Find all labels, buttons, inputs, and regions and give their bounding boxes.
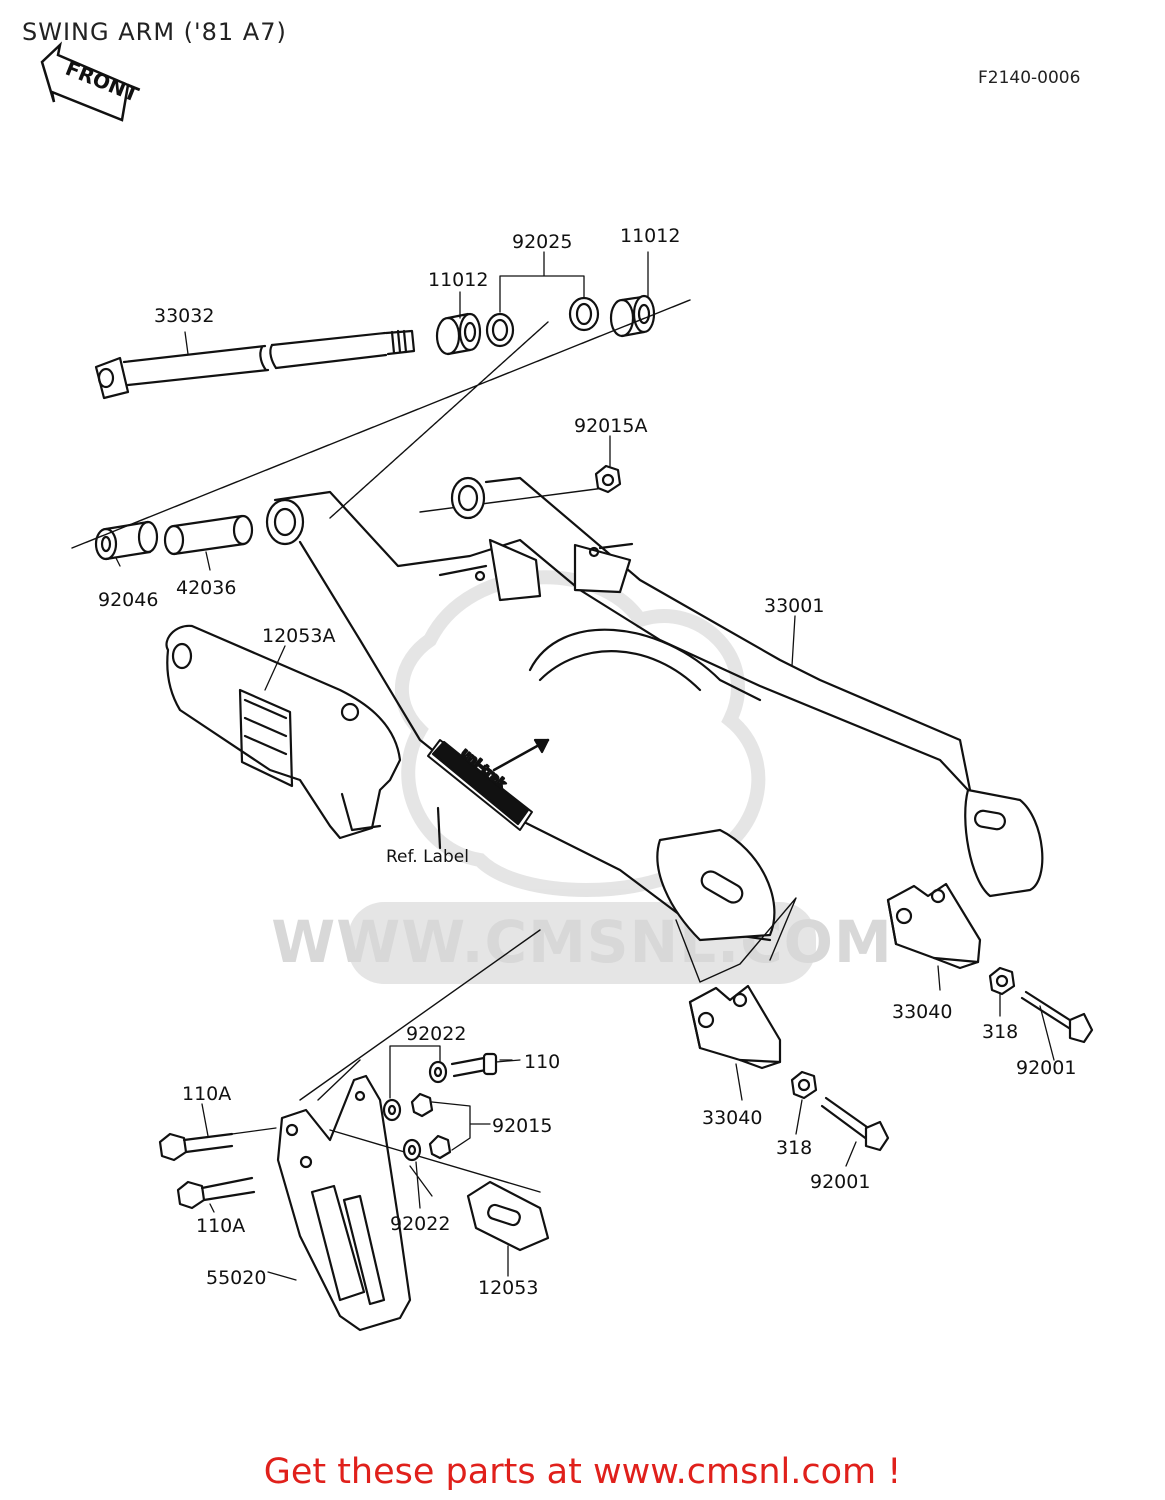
page-title: SWING ARM ('81 A7) xyxy=(22,18,287,46)
swing-arm-33001 xyxy=(265,476,1044,942)
washer-92022-bottom xyxy=(402,1138,422,1162)
bolt-110A-top xyxy=(158,1127,277,1162)
footer-cta: Get these parts at www.cmsnl.com ! xyxy=(0,1452,1165,1492)
part-label-318-left: 318 xyxy=(776,1137,812,1159)
chain-guide-12053A xyxy=(165,624,402,840)
part-label-92046: 92046 xyxy=(98,589,158,611)
bolt-110A-bottom xyxy=(176,1176,256,1210)
bushing-92046 xyxy=(94,520,159,561)
sleeve-42036 xyxy=(163,514,254,556)
front-arrow-icon: FRONT xyxy=(40,41,142,122)
part-label-55020: 55020 xyxy=(206,1267,266,1289)
bolt-110 xyxy=(450,1052,521,1078)
nuts-92015 xyxy=(410,1092,452,1160)
chain-adjuster-33040-left xyxy=(688,984,782,1070)
collar-11012-right xyxy=(609,294,656,338)
leader-lines xyxy=(115,251,1055,1281)
parts-diagram: WWW.CMSNL.COM FRONT xyxy=(40,41,1094,1332)
part-label-318-right: 318 xyxy=(982,1021,1018,1043)
part-labels: 33032 11012 92025 11012 92015A 92046 420… xyxy=(98,225,1076,1299)
part-label-92001-left: 92001 xyxy=(810,1171,870,1193)
chain-adjuster-33040-right xyxy=(886,882,982,970)
part-label-11012-left: 11012 xyxy=(428,269,488,291)
slider-block-12053 xyxy=(329,1129,550,1252)
bolt-92001-right xyxy=(1020,990,1094,1044)
part-label-92022-top: 92022 xyxy=(406,1023,466,1045)
part-label-33040-right: 33040 xyxy=(892,1001,952,1023)
part-label-92015: 92015 xyxy=(492,1115,552,1137)
seal-92025-left xyxy=(485,312,515,348)
ref-label-plate: uni-trak xyxy=(427,738,550,850)
part-label-110A-top: 110A xyxy=(182,1083,231,1105)
nut-92015A xyxy=(594,464,622,494)
nut-318-left xyxy=(790,1070,818,1100)
part-label-92015A: 92015A xyxy=(574,415,647,437)
nut-318-right xyxy=(988,966,1016,996)
chain-slider-55020 xyxy=(276,929,541,1332)
seal-92025-right xyxy=(568,296,600,332)
part-label-110A-bottom: 110A xyxy=(196,1215,245,1237)
bolt-92001-left xyxy=(820,1096,890,1152)
part-label-110: 110 xyxy=(524,1051,560,1073)
part-label-33001: 33001 xyxy=(764,595,824,617)
part-label-11012-right: 11012 xyxy=(620,225,680,247)
part-label-12053: 12053 xyxy=(478,1277,538,1299)
part-label-92025: 92025 xyxy=(512,231,572,253)
watermark-text: WWW.CMSNL.COM xyxy=(271,908,892,976)
part-label-42036: 42036 xyxy=(176,577,236,599)
washer-92022-top xyxy=(428,1060,448,1084)
washer-92022-mid xyxy=(382,1098,402,1122)
part-label-33032: 33032 xyxy=(154,305,214,327)
part-label-92001-right: 92001 xyxy=(1016,1057,1076,1079)
part-label-92022-bottom: 92022 xyxy=(390,1213,450,1235)
part-label-33040-left: 33040 xyxy=(702,1107,762,1129)
collar-11012-left xyxy=(435,312,482,356)
pivot-shaft-33032 xyxy=(94,329,416,400)
ref-label-caption: Ref. Label xyxy=(386,847,469,867)
part-label-12053A: 12053A xyxy=(262,625,335,647)
cmsnl-shop-link[interactable]: Get these parts at www.cmsnl.com ! xyxy=(263,1452,902,1492)
figure-code: F2140-0006 xyxy=(978,68,1081,88)
